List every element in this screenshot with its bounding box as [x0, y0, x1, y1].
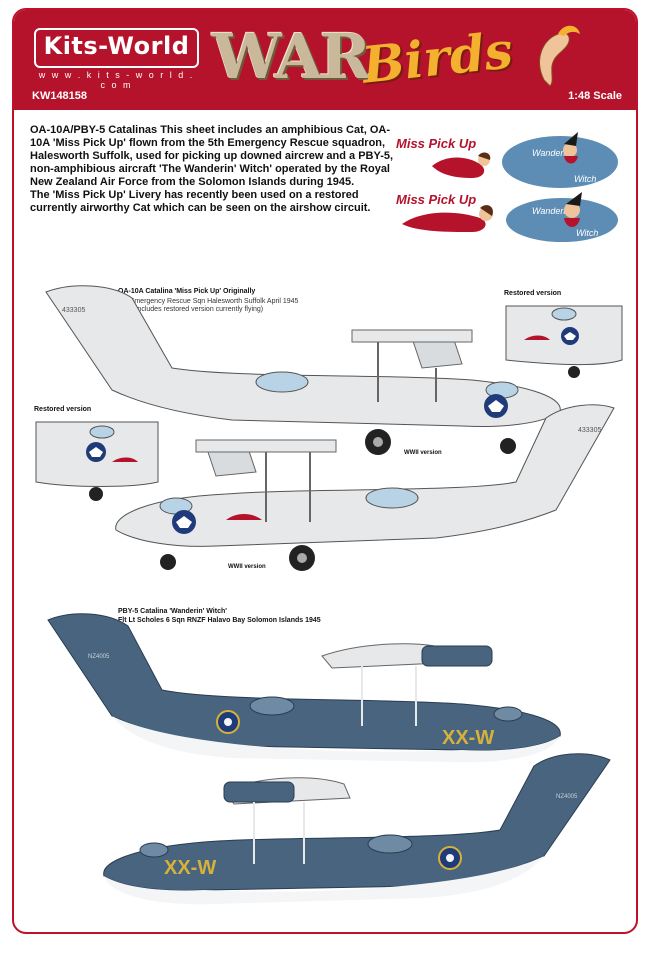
- witch-text-bottom-2: Witch: [576, 228, 598, 238]
- profile-b-serial-2: NZ4005: [556, 794, 578, 800]
- miss-pick-up-text-1: Miss Pick Up: [396, 136, 476, 151]
- profile-a-serial-1: 433305: [62, 307, 85, 314]
- profile-b-code-2: XX-W: [164, 857, 216, 879]
- profile-a-line1: 5th Emergency Rescue Sqn Halesworth Suff…: [118, 298, 299, 305]
- restored-label-2: Restored version: [34, 406, 92, 413]
- miss-pick-up-text-2: Miss Pick Up: [396, 192, 476, 207]
- scale-label: 1:48 Scale: [568, 90, 622, 102]
- brand-logo: Kits-World: [34, 28, 199, 68]
- restored-insert-2: [35, 421, 159, 501]
- profile-b-serial-1: NZ4005: [88, 654, 110, 660]
- header-banner: Kits-World w w w . k i t s - w o r l d .…: [14, 10, 636, 110]
- intro-paragraph-2: The 'Miss Pick Up' Livery has recently b…: [30, 189, 371, 214]
- miss-pick-up-art-1: Miss Pick Up: [396, 136, 491, 178]
- profile-b-title: PBY-5 Catalina 'Wanderin' Witch': [118, 608, 227, 615]
- witch-text-top-1: Wanderin': [532, 148, 572, 158]
- catalina-grey-profile-2: 433305 WWII version: [115, 404, 615, 571]
- wanderin-witch-art-2: Wanderin' Witch: [506, 192, 618, 242]
- intro-paragraph-1: OA-10A/PBY-5 Catalinas This sheet includ…: [30, 124, 394, 188]
- brand-url: w w w . k i t s - w o r l d . c o m: [38, 70, 195, 90]
- ww2-label-2: WWII version: [228, 564, 266, 570]
- witch-text-bottom-1: Witch: [574, 174, 596, 184]
- brand-name: Kits-World: [43, 32, 190, 60]
- profile-b-line1: Flt Lt Scholes 6 Sqn RNZF Halavo Bay Sol…: [118, 617, 321, 624]
- catalina-grey-profile-1: 433305 WWII version: [45, 285, 561, 456]
- profile-a-title: OA-10A Catalina 'Miss Pick Up' Originall…: [118, 288, 256, 295]
- profile-b-code-1: XX-W: [442, 727, 494, 749]
- ww2-label-1: WWII version: [404, 450, 442, 456]
- witch-text-top-2: Wanderin': [532, 206, 572, 216]
- catalina-blue-profile-2: NZ4005 XX-W: [103, 753, 611, 905]
- catalina-blue-profile-1: NZ4005 XX-W: [47, 613, 561, 763]
- restored-label-1: Restored version: [504, 290, 562, 297]
- wanderin-witch-art-1: Wanderin' Witch: [502, 132, 618, 188]
- profile-a-line2: (Also includes restored version currentl…: [118, 306, 264, 313]
- restored-insert-1: [505, 305, 623, 378]
- intro-text: OA-10A/PBY-5 Catalinas This sheet includ…: [30, 124, 394, 215]
- profile-a-serial-2: 433305: [578, 427, 601, 434]
- nose-art-previews: Miss Pick Up Wanderin' Witch Miss Pick U…: [396, 132, 618, 242]
- miss-pick-up-art-2: Miss Pick Up: [396, 192, 493, 232]
- decal-sheet: Kits-World w w w . k i t s - w o r l d .…: [12, 8, 638, 934]
- product-code: KW148158: [32, 90, 88, 102]
- title-war: WAR: [212, 20, 371, 93]
- title-birds: Birds: [359, 20, 516, 95]
- pinup-logo-icon: [539, 25, 580, 87]
